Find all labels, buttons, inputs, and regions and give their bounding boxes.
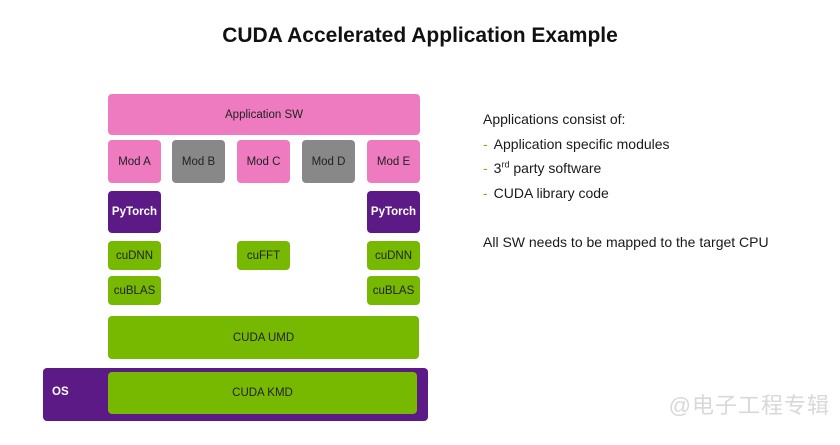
cuda-kmd-label: CUDA KMD: [232, 387, 293, 399]
cudnn-left-label: cuDNN: [115, 249, 154, 262]
bullet-3-text: CUDA library code: [493, 185, 609, 201]
bullet-2-sup: rd: [501, 159, 510, 170]
cufft-label: cuFFT: [246, 249, 281, 262]
notes-bullet-2: -3rd party software: [483, 159, 602, 176]
pytorch-left-label: PyTorch: [111, 206, 158, 218]
cufft-block: cuFFT: [237, 241, 290, 270]
cublas-right-block: cuBLAS: [367, 276, 420, 305]
notes-bullet-3: -CUDA library code: [483, 186, 609, 200]
module-d-label: Mod D: [311, 155, 346, 168]
bullet-1-text: Application specific modules: [493, 136, 670, 152]
bullet-dash: -: [483, 160, 488, 176]
application-sw-block: Application SW: [108, 94, 420, 135]
module-a-block: Mod A: [108, 140, 161, 183]
module-e-label: Mod E: [376, 155, 411, 168]
bullet-2-suffix: party software: [509, 160, 602, 176]
pytorch-right-label: PyTorch: [370, 206, 417, 218]
module-c-block: Mod C: [237, 140, 290, 183]
module-e-block: Mod E: [367, 140, 420, 183]
module-c-label: Mod C: [246, 155, 281, 168]
os-label: OS: [52, 386, 69, 398]
cuda-kmd-block: CUDA KMD: [108, 372, 417, 414]
notes-footer: All SW needs to be mapped to the target …: [483, 234, 769, 250]
module-b-label: Mod B: [181, 155, 216, 168]
module-a-label: Mod A: [118, 155, 151, 168]
bullet-2-prefix: 3: [493, 160, 502, 176]
module-d-block: Mod D: [302, 140, 355, 183]
cudnn-right-block: cuDNN: [367, 241, 420, 270]
cudnn-right-label: cuDNN: [374, 249, 413, 262]
cublas-right-label: cuBLAS: [372, 284, 415, 297]
cublas-left-label: cuBLAS: [113, 284, 156, 297]
pytorch-right-block: PyTorch: [367, 191, 420, 233]
cudnn-left-block: cuDNN: [108, 241, 161, 270]
cuda-umd-block: CUDA UMD: [108, 316, 419, 359]
notes-bullet-1: -Application specific modules: [483, 137, 670, 151]
watermark: @电子工程专辑: [668, 393, 830, 418]
module-b-block: Mod B: [172, 140, 225, 183]
bullet-dash: -: [483, 185, 488, 201]
cuda-umd-label: CUDA UMD: [232, 331, 295, 344]
diagram-title: CUDA Accelerated Application Example: [222, 24, 618, 47]
cublas-left-block: cuBLAS: [108, 276, 161, 305]
notes-heading: Applications consist of:: [483, 111, 626, 127]
bullet-dash: -: [483, 136, 488, 152]
pytorch-left-block: PyTorch: [108, 191, 161, 233]
application-sw-label: Application SW: [225, 108, 303, 121]
